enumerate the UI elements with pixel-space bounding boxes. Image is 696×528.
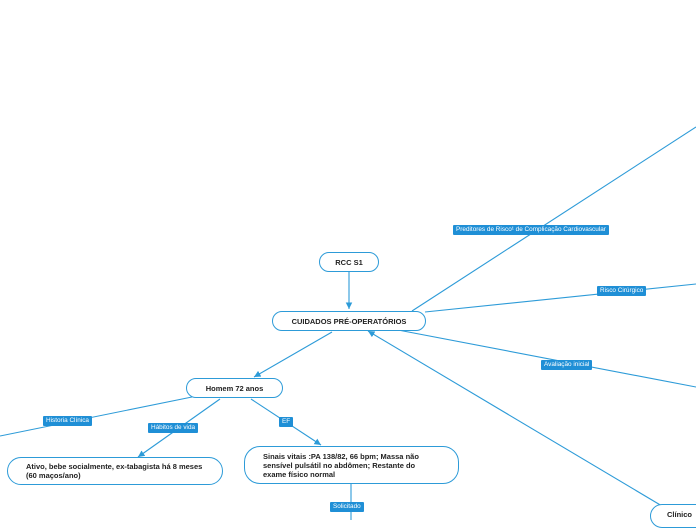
- link-preditores: [411, 126, 696, 312]
- label-risco-cirurgico[interactable]: Risco Cirúrgico: [597, 286, 647, 296]
- label-solicitado[interactable]: Solicitado: [330, 502, 364, 512]
- label-preditores-risco[interactable]: Preditores de Risco¹ de Complicação Card…: [453, 225, 609, 235]
- node-rcc-s1[interactable]: RCC S1: [319, 252, 379, 272]
- node-homem-72-anos[interactable]: Homem 72 anos: [186, 378, 283, 398]
- label-ef[interactable]: EF: [279, 417, 294, 427]
- node-cuidados-pre-operatorios[interactable]: CUIDADOS PRÉ-OPERATÓRIOS: [272, 311, 426, 331]
- link-historia: [0, 396, 193, 437]
- node-habitos-ativo[interactable]: Ativo, bebe socialmente, ex-tabagista há…: [7, 457, 223, 485]
- label-avaliacao-inicial[interactable]: Avaliação inicial: [541, 360, 593, 370]
- node-sinais-vitais[interactable]: Sinais vitais :PA 138/82, 66 bpm; Massa …: [244, 446, 459, 484]
- link-clinico-cuidados: [367, 330, 663, 507]
- link-avaliacao: [397, 329, 696, 388]
- node-clinico[interactable]: Clínico: [650, 504, 696, 528]
- label-habitos-de-vida[interactable]: Hábitos de vida: [148, 423, 199, 433]
- link-risco-cirurgico: [424, 283, 696, 313]
- link-cuidados-homem: [253, 331, 333, 378]
- label-historia-clinica[interactable]: Historia Clínica: [43, 416, 92, 426]
